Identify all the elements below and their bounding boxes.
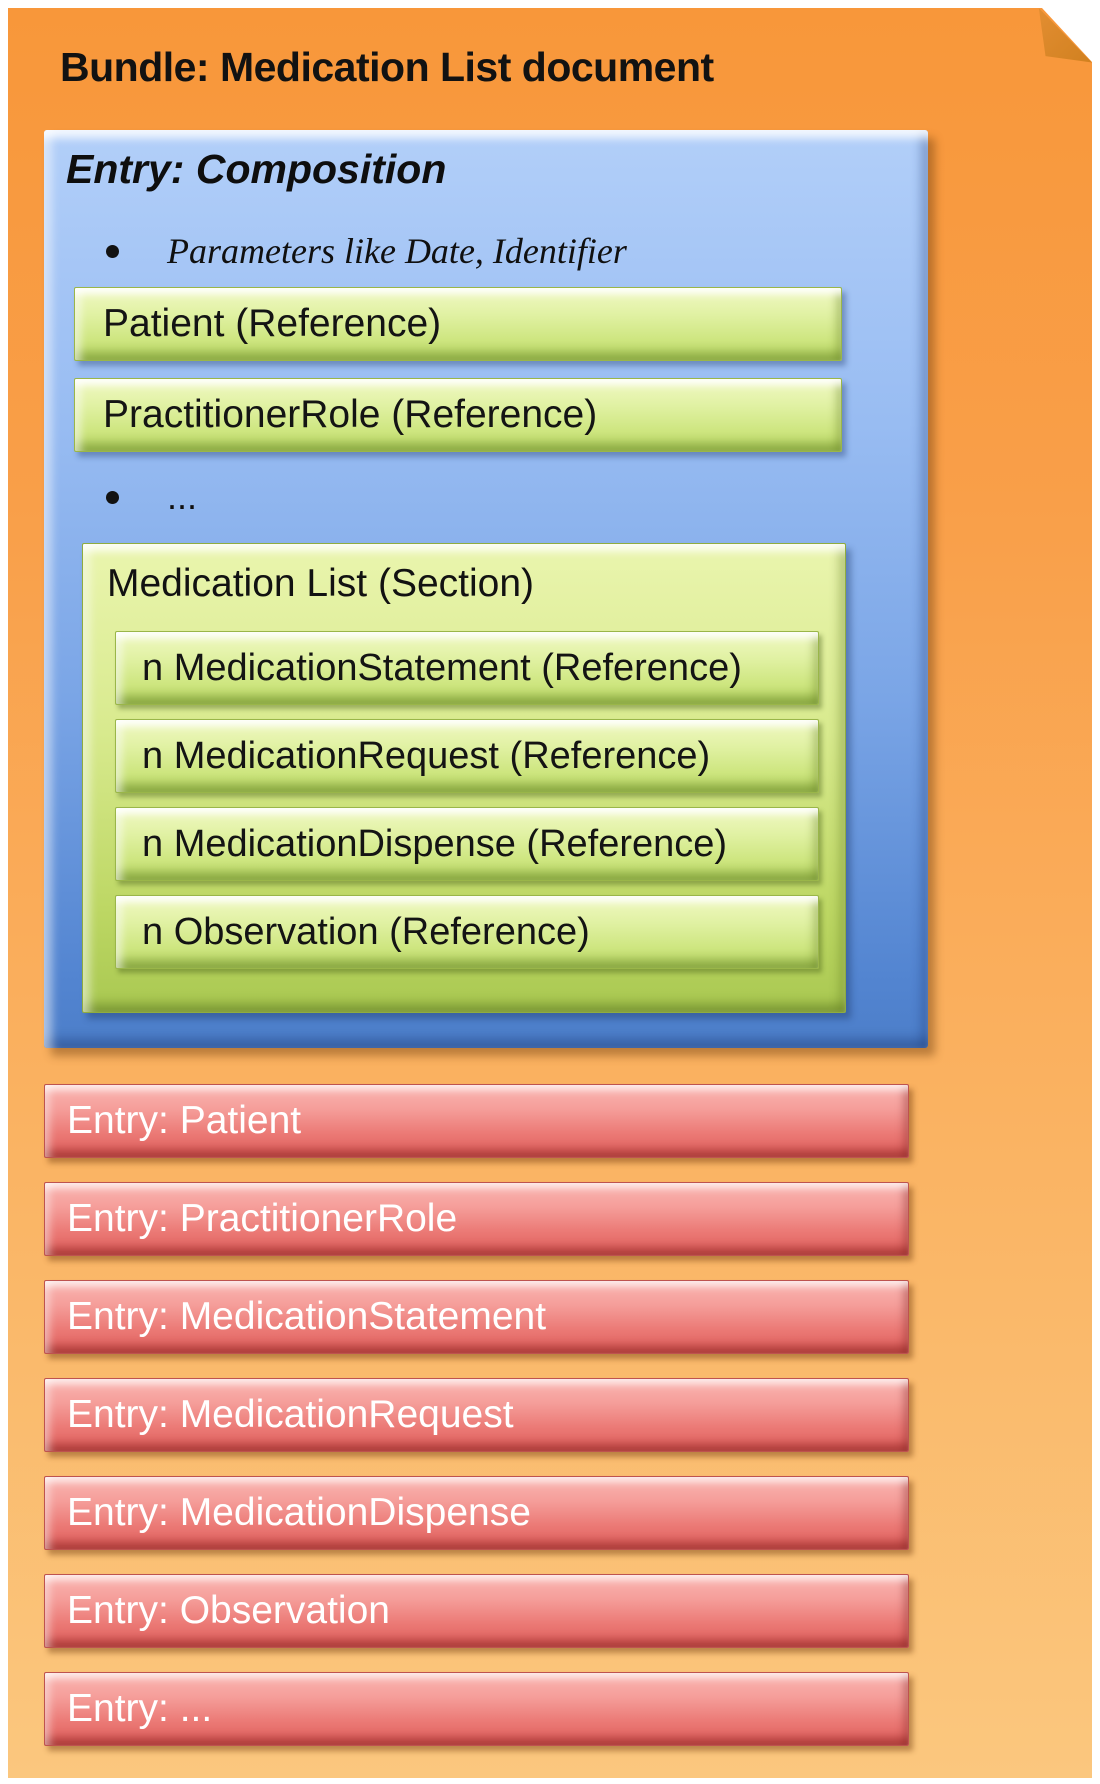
- medicationstatement-reference-label: n MedicationStatement (Reference): [142, 646, 742, 689]
- bullet-row-parameters: Parameters like Date, Identifier: [106, 230, 627, 272]
- medicationstatement-reference-box: n MedicationStatement (Reference): [115, 631, 819, 705]
- entry-observation-label: Entry: Observation: [67, 1589, 390, 1632]
- composition-title: Entry: Composition: [66, 146, 447, 192]
- bullet-icon: [106, 244, 119, 258]
- entry-observation-box: Entry: Observation: [44, 1574, 909, 1648]
- medicationrequest-reference-box: n MedicationRequest (Reference): [115, 719, 819, 793]
- parameters-bullet-label: Parameters like Date, Identifier: [167, 231, 627, 271]
- bundle-title: Bundle: Medication List document: [60, 44, 714, 90]
- practitionerrole-reference-box: PractitionerRole (Reference): [74, 378, 842, 452]
- entry-medicationrequest-label: Entry: MedicationRequest: [67, 1393, 514, 1436]
- entry-practitionerrole-box: Entry: PractitionerRole: [44, 1182, 909, 1256]
- entry-medicationstatement-label: Entry: MedicationStatement: [67, 1295, 547, 1338]
- entry-practitionerrole-label: Entry: PractitionerRole: [67, 1197, 458, 1240]
- medication-list-section-box: Medication List (Section) n MedicationSt…: [82, 543, 846, 1013]
- observation-reference-label: n Observation (Reference): [142, 910, 590, 953]
- observation-reference-box: n Observation (Reference): [115, 895, 819, 969]
- bullet-row-ellipsis: ...: [106, 476, 197, 518]
- medicationrequest-reference-label: n MedicationRequest (Reference): [142, 734, 711, 777]
- entry-patient-label: Entry: Patient: [67, 1099, 302, 1142]
- folded-corner-icon: [1038, 8, 1092, 63]
- composition-entry-box: Entry: Composition Parameters like Date,…: [44, 130, 928, 1048]
- ellipsis-bullet-label: ...: [167, 476, 198, 517]
- entry-medicationdispense-label: Entry: MedicationDispense: [67, 1491, 531, 1534]
- entry-ellipsis-box: Entry: ...: [44, 1672, 909, 1746]
- entry-patient-box: Entry: Patient: [44, 1084, 909, 1158]
- patient-reference-box: Patient (Reference): [74, 287, 842, 361]
- bundle-note-shape: Bundle: Medication List document Entry: …: [8, 8, 1092, 1778]
- entry-medicationdispense-box: Entry: MedicationDispense: [44, 1476, 909, 1550]
- medicationdispense-reference-label: n MedicationDispense (Reference): [142, 822, 728, 865]
- entry-ellipsis-label: Entry: ...: [67, 1687, 213, 1730]
- bullet-icon: [106, 490, 119, 504]
- patient-reference-label: Patient (Reference): [103, 302, 442, 345]
- medicationdispense-reference-box: n MedicationDispense (Reference): [115, 807, 819, 881]
- entry-medicationstatement-box: Entry: MedicationStatement: [44, 1280, 909, 1354]
- practitionerrole-reference-label: PractitionerRole (Reference): [103, 393, 598, 436]
- entry-medicationrequest-box: Entry: MedicationRequest: [44, 1378, 909, 1452]
- medication-list-section-title: Medication List (Section): [107, 562, 535, 605]
